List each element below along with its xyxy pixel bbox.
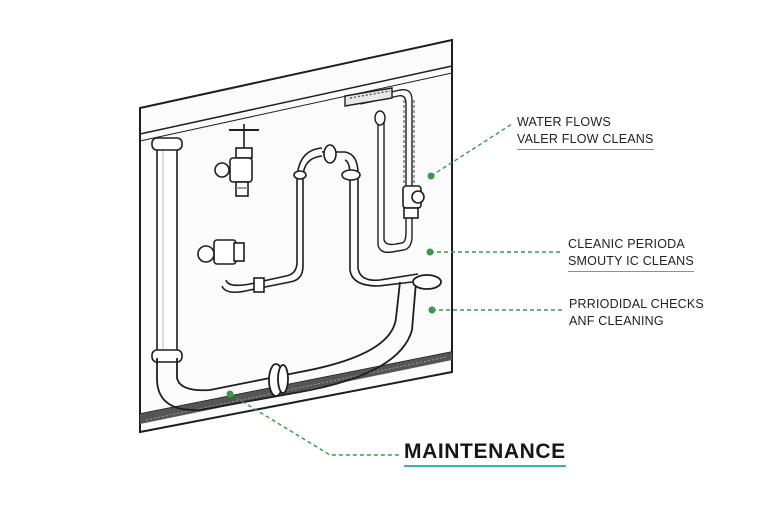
callout-periodic-checks: PRRIODIDAL CHECKS ANF CLEANING	[569, 296, 704, 330]
leader-dot-4	[226, 390, 234, 398]
branch-pipe	[221, 144, 419, 294]
inline-valve	[402, 185, 425, 219]
braided-hose	[344, 87, 415, 254]
main-curved-pipe	[156, 274, 442, 411]
callout-3-line-1: PRRIODIDAL CHECKS	[569, 297, 704, 311]
vertical-drain-pipe	[151, 137, 183, 363]
callout-water-flows: WATER FLOWS VALER FLOW CLEANS	[517, 114, 654, 150]
callout-1-line-2: VALER FLOW CLEANS	[517, 131, 654, 150]
leader-dots	[226, 172, 436, 398]
maintenance-title: MAINTENANCE	[404, 440, 566, 467]
callout-2-line-2: SMOUTY IC CLEANS	[568, 253, 694, 272]
leader-dot-1	[427, 172, 435, 180]
callout-cleanic-perioda: CLEANIC PERIODA SMOUTY IC CLEANS	[568, 236, 694, 272]
callout-2-line-1: CLEANIC PERIODA	[568, 237, 685, 251]
angle-valve	[197, 239, 245, 265]
leader-dot-3	[428, 306, 436, 314]
callout-1-line-1: WATER FLOWS	[517, 115, 611, 129]
leader-lines	[229, 123, 562, 456]
callout-3-line-2: ANF CLEANING	[569, 314, 664, 328]
leader-dot-2	[426, 248, 434, 256]
leader-line-1	[430, 123, 513, 177]
shutoff-valve	[214, 124, 259, 197]
